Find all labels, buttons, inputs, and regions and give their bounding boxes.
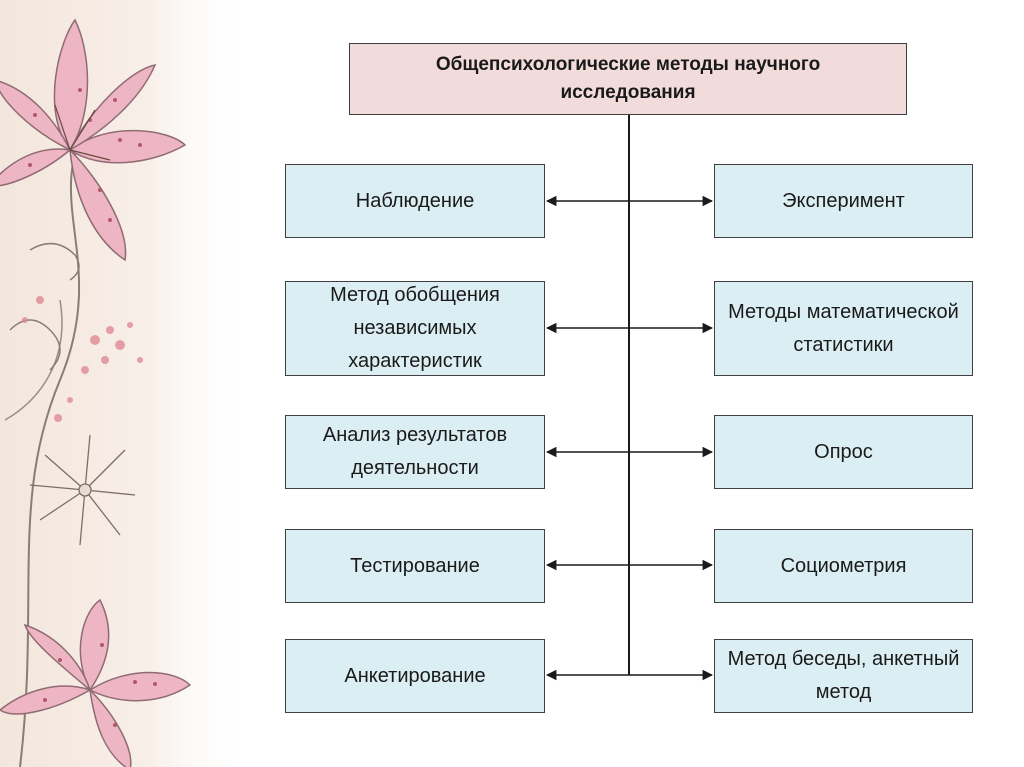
method-box-observation: Наблюдение xyxy=(285,164,545,238)
method-box-activity-analysis: Анализ результатов деятельности xyxy=(285,415,545,489)
method-box-testing: Тестирование xyxy=(285,529,545,603)
method-box-questionnaire: Анкетирование xyxy=(285,639,545,713)
lily-flower-icon xyxy=(0,18,187,262)
method-box-experiment: Эксперимент xyxy=(714,164,973,238)
method-box-math-statistics: Методы математической статистики xyxy=(714,281,973,376)
dandelion-icon xyxy=(29,434,136,546)
lily-flower-icon xyxy=(0,598,192,767)
method-box-sociometry: Социометрия xyxy=(714,529,973,603)
floral-decoration xyxy=(0,0,250,767)
method-box-generalization: Метод обобщения независимых характеристи… xyxy=(285,281,545,376)
method-box-interview: Метод беседы, анкетный метод xyxy=(714,639,973,713)
method-box-survey: Опрос xyxy=(714,415,973,489)
diagram-title: Общепсихологические методы научного иссл… xyxy=(349,43,907,115)
